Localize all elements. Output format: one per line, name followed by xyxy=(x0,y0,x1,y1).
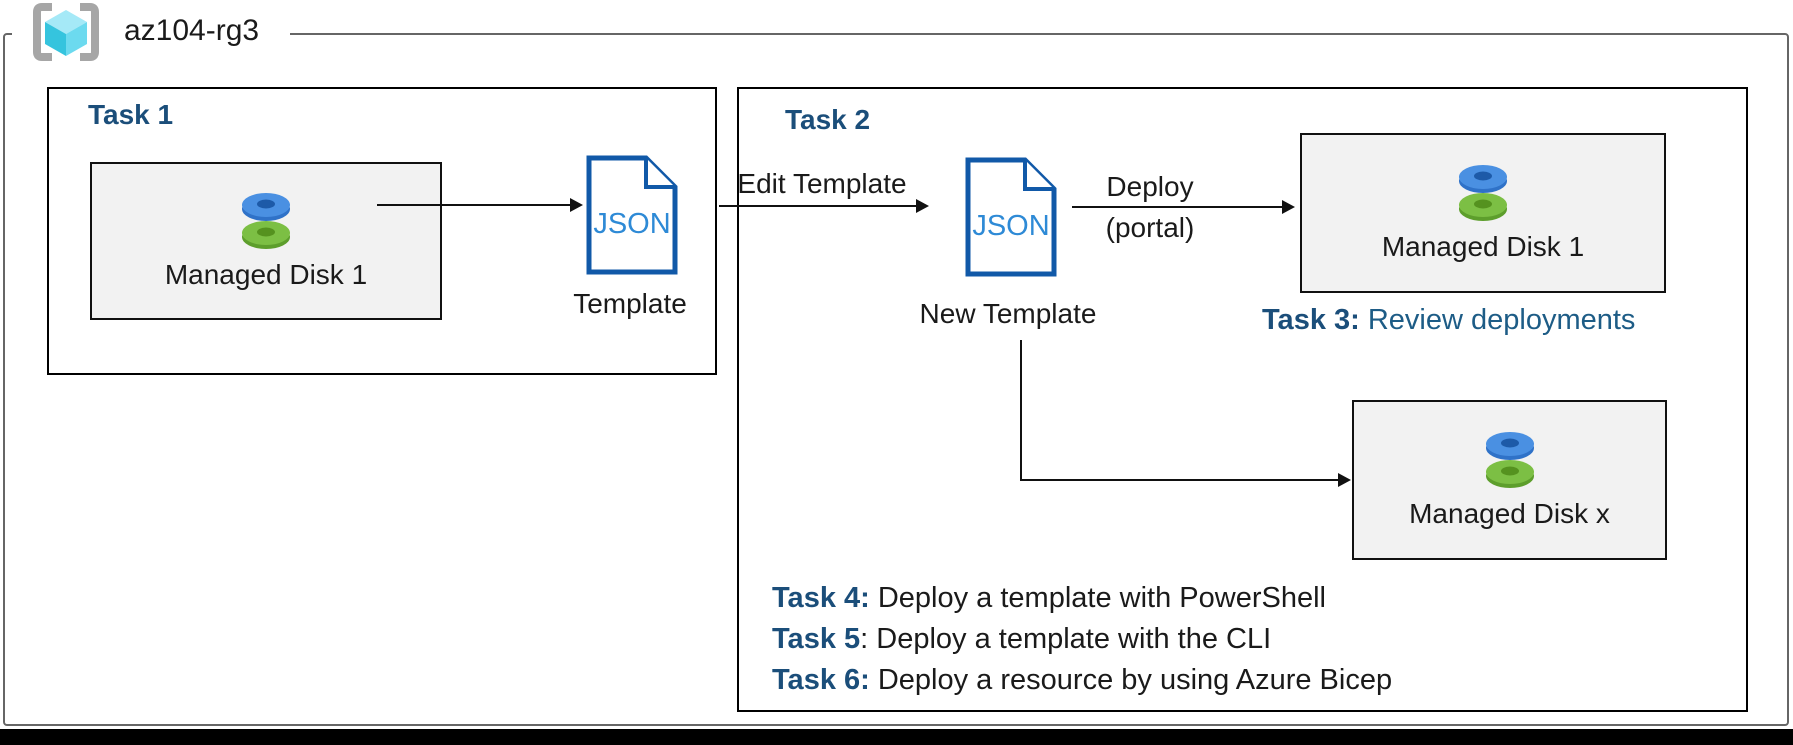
resource-group-name: az104-rg3 xyxy=(124,14,260,47)
task4-text: Deploy a template with PowerShell xyxy=(869,582,1326,614)
managed-disk-icon xyxy=(1459,165,1507,221)
arrowhead-icon xyxy=(916,199,929,213)
arrow-deploy-portal xyxy=(1072,206,1283,208)
new-template-caption: New Template xyxy=(919,298,1097,329)
task4-note: Task 4: Deploy a template with PowerShel… xyxy=(772,578,1392,619)
task3-note: Task 3: Review deployments xyxy=(1262,304,1635,337)
managed-disk-label: Managed Disk x xyxy=(1409,498,1610,529)
resource-group-icon xyxy=(33,3,99,61)
managed-disk-label: Managed Disk 1 xyxy=(1381,231,1585,262)
edit-template-label: Edit Template xyxy=(737,168,907,199)
task5-note: Task 5: Deploy a template with the CLI xyxy=(772,619,1392,660)
managed-disk-label: Managed Disk 1 xyxy=(164,259,368,290)
deploy-portal-sublabel: (portal) xyxy=(1105,212,1195,243)
arrow-newtemplate-elbow-horizontal xyxy=(1020,479,1339,481)
deploy-label: Deploy xyxy=(1106,171,1194,202)
json-file-text: JSON xyxy=(593,208,670,240)
task3-label: Task 3: xyxy=(1262,304,1360,336)
task3-text: Review deployments xyxy=(1359,304,1636,336)
bottom-bar xyxy=(0,729,1793,745)
task6-label: Task 6: xyxy=(772,664,870,696)
task-notes-list: Task 4: Deploy a template with PowerShel… xyxy=(772,578,1392,701)
json-file-text: JSON xyxy=(972,210,1049,242)
managed-disk-icon xyxy=(1485,432,1534,488)
task6-text: Deploy a resource by using Azure Bicep xyxy=(869,664,1393,696)
arrow-edit-template xyxy=(719,205,917,207)
task6-note: Task 6: Deploy a resource by using Azure… xyxy=(772,660,1392,701)
arrowhead-icon xyxy=(1338,473,1351,487)
resource-group-boundary xyxy=(3,33,1789,726)
json-file-icon: JSON xyxy=(586,155,678,275)
arrowhead-icon xyxy=(1282,200,1295,214)
task2-managed-disk1-box: Managed Disk 1 xyxy=(1300,133,1666,293)
task1-title: Task 1 xyxy=(88,99,174,130)
task5-label: Task 5 xyxy=(772,623,861,655)
managed-disk-icon xyxy=(242,193,290,249)
template-caption: Template xyxy=(573,288,687,319)
arrowhead-icon xyxy=(570,198,583,212)
json-file-icon: JSON xyxy=(965,157,1057,277)
task2-title: Task 2 xyxy=(785,104,871,135)
task1-managed-disk-box: Managed Disk 1 xyxy=(90,162,442,320)
task5-text: : Deploy a template with the CLI xyxy=(860,623,1272,655)
task4-label: Task 4: xyxy=(772,582,870,614)
task2-managed-diskx-box: Managed Disk x xyxy=(1352,400,1667,560)
arrow-newtemplate-elbow-vertical xyxy=(1020,340,1022,481)
arrow-disk-to-template xyxy=(377,204,571,206)
